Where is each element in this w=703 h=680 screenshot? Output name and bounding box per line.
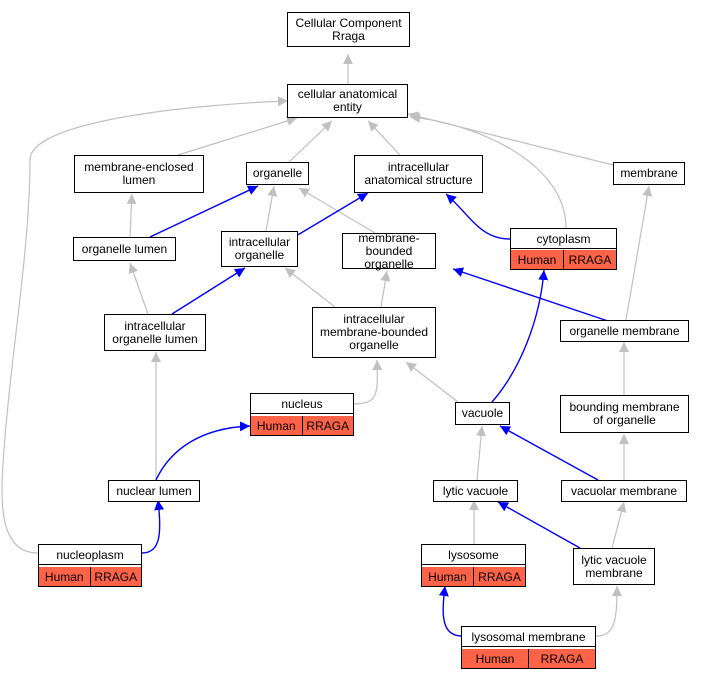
edge-nucleoplasm-nl <box>141 499 165 554</box>
node-label: lysosome <box>422 545 525 565</box>
edge-vacuole-cytoplasm <box>491 269 549 403</box>
node-label: cytoplasm <box>511 229 616 249</box>
edge-iol-ol <box>128 262 149 315</box>
edge-imbo-mbo <box>380 270 391 308</box>
node-organelle-membrane[interactable]: organelle membrane <box>560 320 689 342</box>
node-cytoplasm[interactable]: cytoplasm Human RRAGA <box>510 228 617 270</box>
edge-ol-mel <box>126 193 137 238</box>
species-cell: Human <box>462 649 528 668</box>
species-cell: Human <box>422 567 473 586</box>
edge-io-organelle <box>265 185 278 232</box>
node-cellular-anatomical-entity[interactable]: cellular anatomical entity <box>287 84 408 118</box>
node-organelle-lumen[interactable]: organelle lumen <box>73 237 176 261</box>
edge-lvm-lv <box>497 501 581 549</box>
node-intracellular-organelle[interactable]: intracellular organelle <box>221 231 298 267</box>
node-vacuolar-membrane[interactable]: vacuolar membrane <box>561 480 687 502</box>
node-membrane-bounded-organelle[interactable]: membrane-bounded organelle <box>342 231 436 270</box>
node-organelle[interactable]: organelle <box>246 162 309 185</box>
node-intracellular-organelle-lumen[interactable]: intracellular organelle lumen <box>104 314 206 351</box>
node-cellular-component-root[interactable]: Cellular Component Rraga <box>287 12 410 47</box>
edge-vacuole-imbo <box>405 361 459 403</box>
node-label: nucleoplasm <box>39 545 141 565</box>
node-vacuole[interactable]: vacuole <box>455 402 510 425</box>
edge-ias-cae <box>367 120 401 156</box>
edge-mel-cae <box>177 116 298 156</box>
gene-symbol-cell: RRAGA <box>473 567 525 586</box>
gene-symbol-cell: RRAGA <box>89 567 141 586</box>
node-bounding-membrane-of-organelle[interactable]: bounding membrane of organelle <box>560 395 689 433</box>
edge-vm-vacuole <box>499 425 599 481</box>
node-intracellular-anatomical-structure[interactable]: intracellular anatomical structure <box>354 155 483 193</box>
node-lysosomal-membrane[interactable]: lysosomal membrane Human RRAGA <box>461 626 596 669</box>
edge-ol-organelle <box>149 185 259 238</box>
node-label: lysosomal membrane <box>462 627 595 647</box>
edge-cytoplasm-cae <box>409 112 567 229</box>
edge-om-membrane <box>625 185 653 321</box>
gene-symbol-cell: RRAGA <box>528 649 595 668</box>
edge-nl-nucleus <box>155 421 251 481</box>
node-nuclear-lumen[interactable]: nuclear lumen <box>108 480 200 502</box>
gene-symbol-cell: RRAGA <box>301 416 353 435</box>
edge-lv-vacuole <box>476 425 487 481</box>
edge-lysomem-lysosome <box>438 585 463 637</box>
node-intracellular-membrane-bounded-organelle[interactable]: intracellular membrane-bounded organelle <box>312 307 436 358</box>
species-cell: Human <box>251 416 302 435</box>
edge-cytoplasm-ias <box>445 193 511 240</box>
edge-om-mbo <box>452 267 609 322</box>
node-label: nucleus <box>251 394 353 414</box>
edge-imbo-io <box>284 267 336 308</box>
edge-lvm-vm <box>611 501 627 549</box>
edge-nucleoplasm-cae <box>1 96 289 554</box>
node-membrane-enclosed-lumen[interactable]: membrane-enclosed lumen <box>74 155 204 193</box>
edge-organelle-cae <box>288 120 333 163</box>
edge-io-ias <box>295 192 369 237</box>
node-lytic-vacuole-membrane[interactable]: lytic vacuole membrane <box>573 548 655 585</box>
node-nucleus[interactable]: nucleus Human RRAGA <box>250 393 354 436</box>
node-lysosome[interactable]: lysosome Human RRAGA <box>421 544 526 587</box>
species-cell: Human <box>39 567 90 586</box>
node-membrane[interactable]: membrane <box>613 162 685 185</box>
edge-iol-io <box>171 267 246 315</box>
gene-symbol-cell: RRAGA <box>563 250 616 269</box>
species-cell: Human <box>511 250 563 269</box>
edge-nucleus-imbo <box>351 359 383 405</box>
node-nucleoplasm[interactable]: nucleoplasm Human RRAGA <box>38 544 142 587</box>
edge-lysomem-lvm <box>595 585 622 637</box>
node-lytic-vacuole[interactable]: lytic vacuole <box>433 480 518 502</box>
edge-mbo-organelle <box>298 187 376 234</box>
